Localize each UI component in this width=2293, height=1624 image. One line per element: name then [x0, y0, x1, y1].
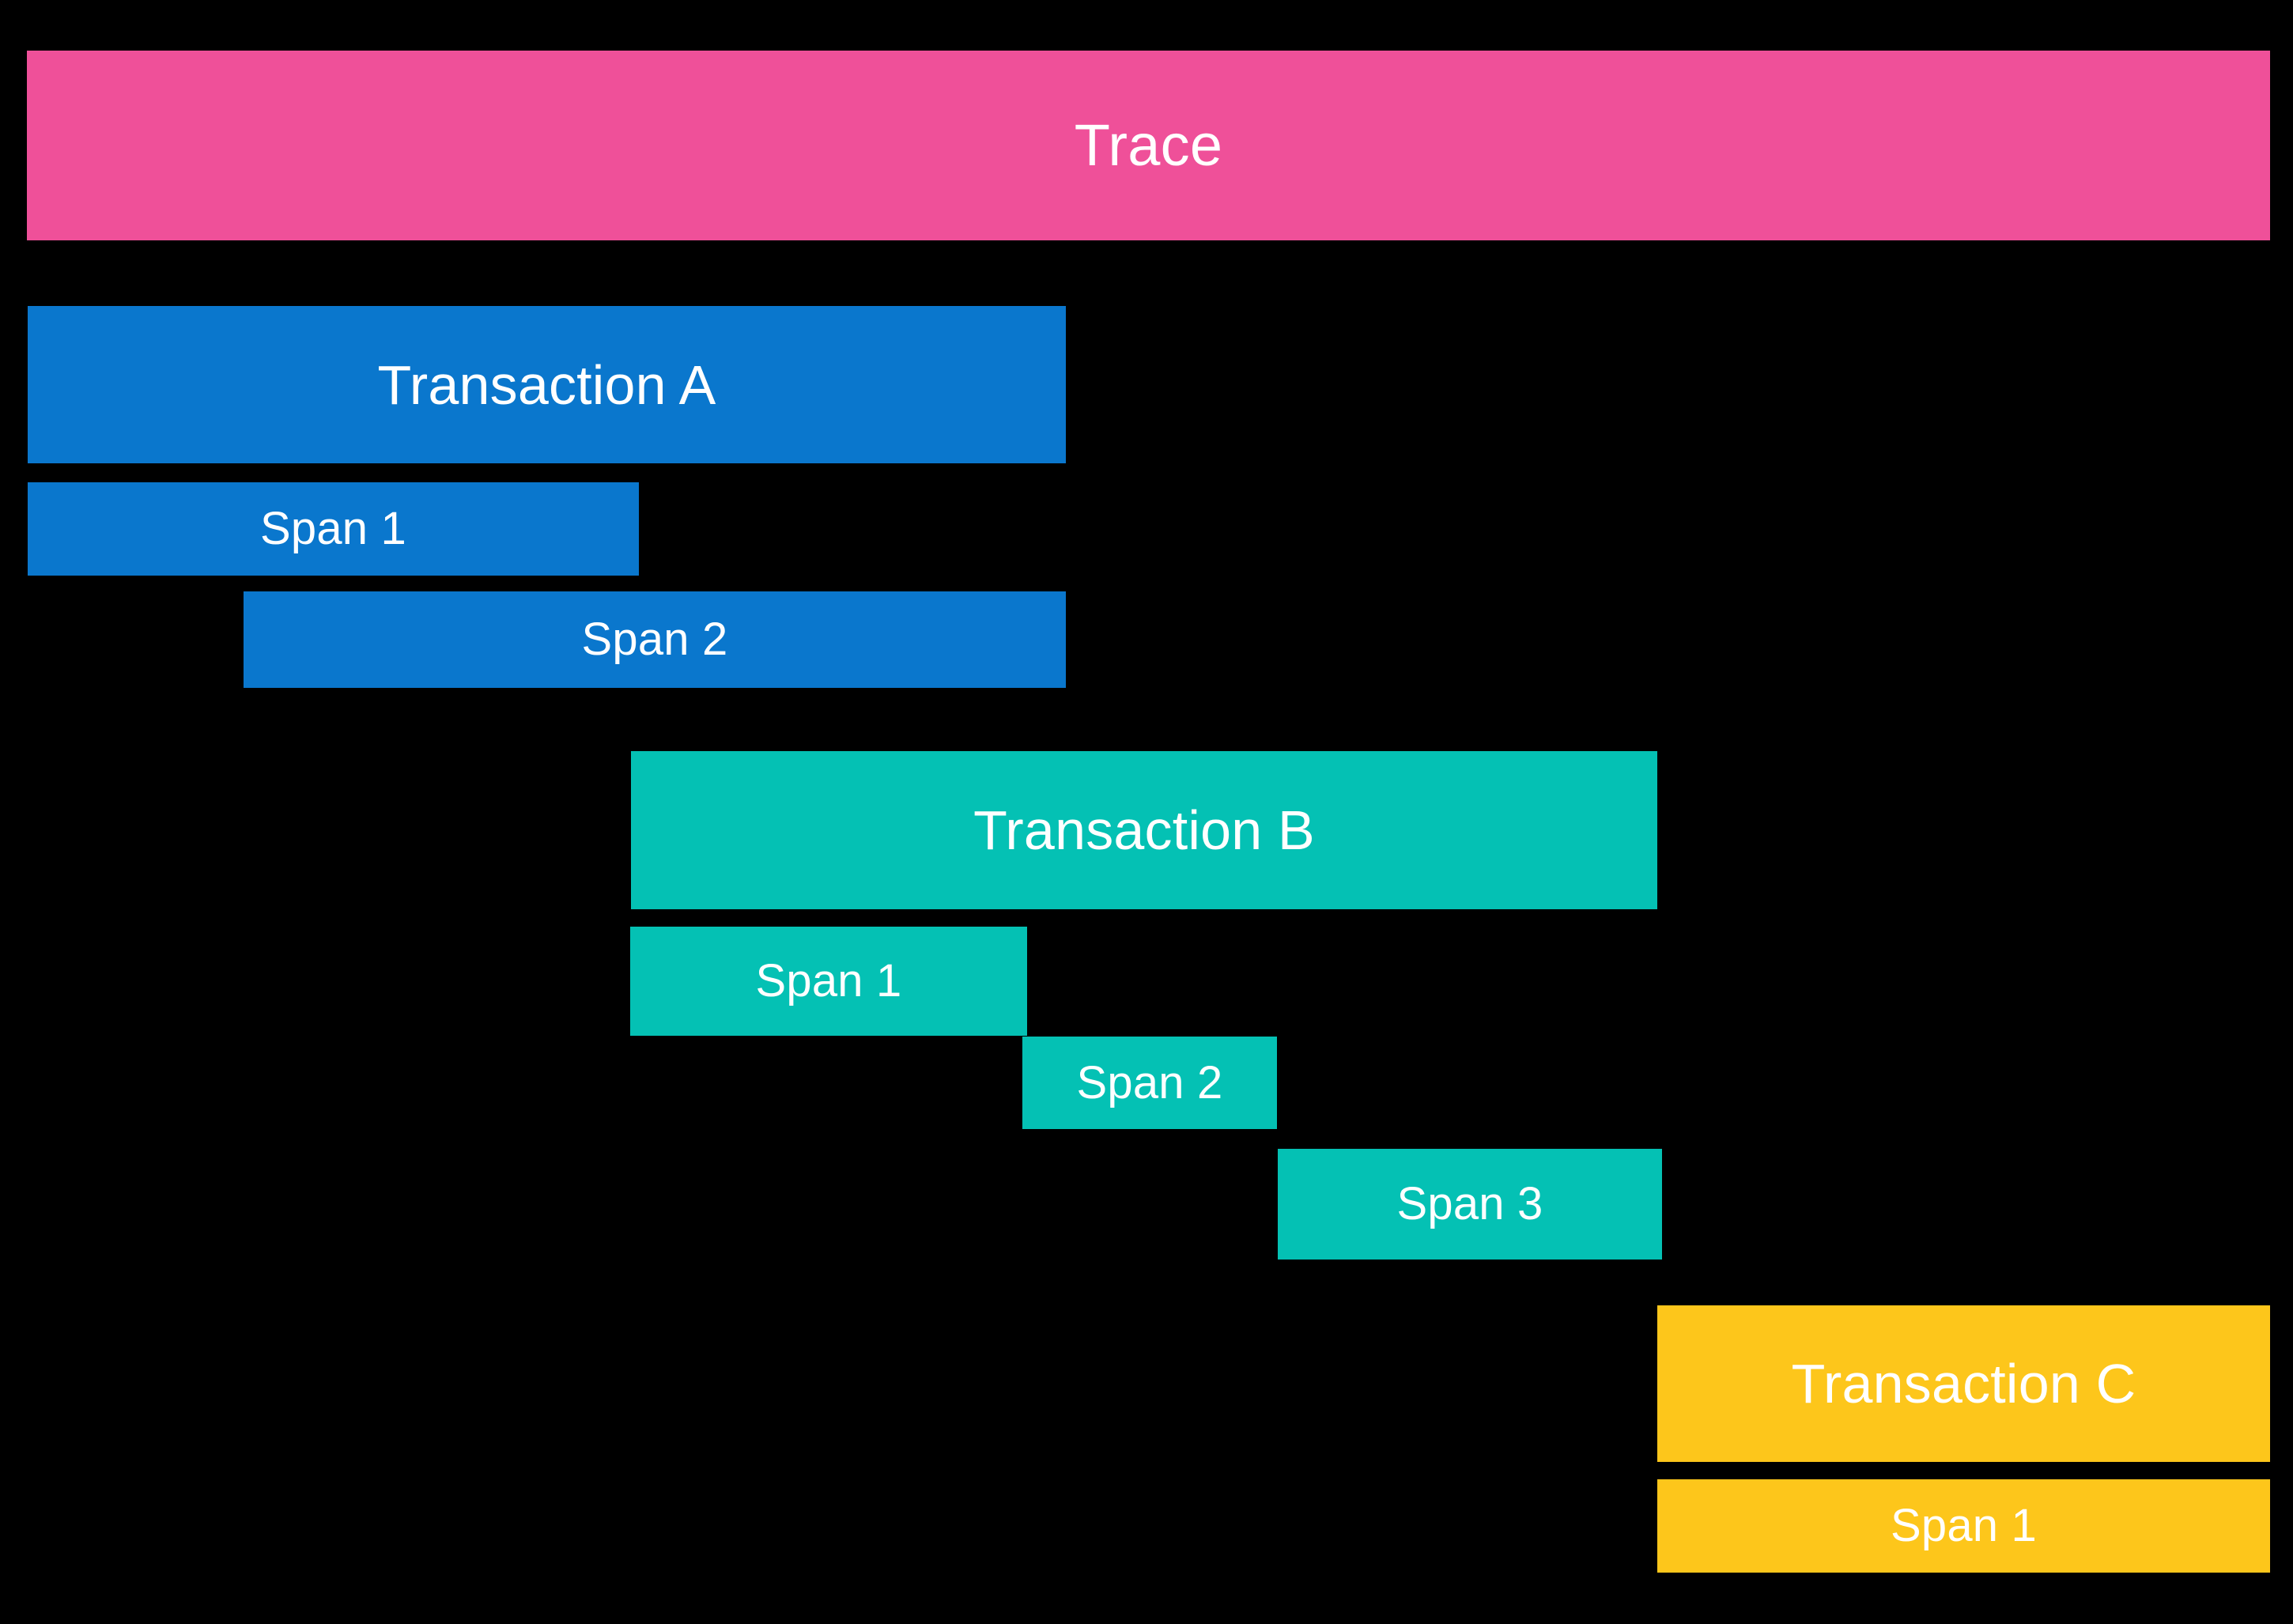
transaction-a-bar[interactable]: Transaction A	[28, 306, 1066, 463]
transaction-c-bar[interactable]: Transaction C	[1657, 1305, 2270, 1462]
transaction-a-span-2-label: Span 2	[581, 614, 728, 665]
transaction-b-span-1-label: Span 1	[755, 955, 902, 1007]
transaction-a-span-1-label: Span 1	[259, 503, 407, 554]
transaction-b-span-3-label: Span 3	[1396, 1178, 1543, 1229]
transaction-b-span-2-label: Span 2	[1076, 1056, 1223, 1108]
transaction-b-span-3-bar[interactable]: Span 3	[1278, 1149, 1662, 1260]
trace-label: Trace	[1074, 112, 1223, 178]
transaction-c-span-1-bar[interactable]: Span 1	[1657, 1479, 2270, 1573]
transaction-c-span-1-label: Span 1	[1890, 1500, 2038, 1551]
transaction-b-span-2-bar[interactable]: Span 2	[1022, 1037, 1277, 1129]
transaction-b-label: Transaction B	[973, 799, 1315, 861]
transaction-c-label: Transaction C	[1791, 1353, 2136, 1414]
trace-bar[interactable]: Trace	[27, 51, 2270, 240]
transaction-a-span-2-bar[interactable]: Span 2	[244, 591, 1066, 688]
transaction-a-label: Transaction A	[377, 353, 716, 416]
transaction-a-span-1-bar[interactable]: Span 1	[28, 482, 639, 576]
transaction-b-span-1-bar[interactable]: Span 1	[630, 927, 1027, 1036]
transaction-b-bar[interactable]: Transaction B	[631, 751, 1657, 909]
